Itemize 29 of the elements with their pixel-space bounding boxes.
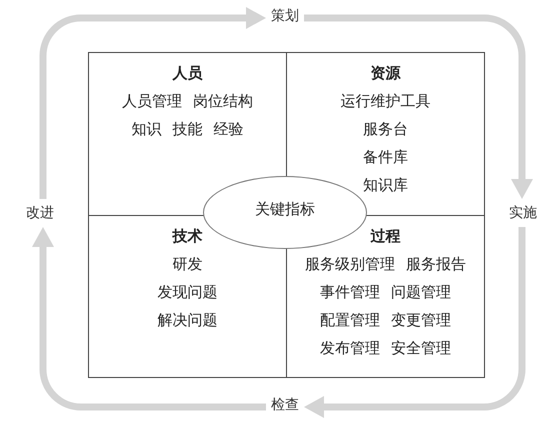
item-text: 事件管理 问题管理 xyxy=(320,282,451,303)
cycle-arrow xyxy=(304,227,526,418)
cycle-label: 检查 xyxy=(271,396,299,414)
item-text: 知识库 xyxy=(363,175,408,196)
item-text: 人员管理 岗位结构 xyxy=(122,91,253,112)
cycle-label: 实施 xyxy=(509,204,537,222)
item-text: 研发 xyxy=(172,254,202,275)
quadrant-panel xyxy=(286,52,485,216)
ellipse-label: 关键指标 xyxy=(255,198,315,220)
item-text: 服务级别管理 服务报告 xyxy=(305,254,466,275)
section-heading: 技术 xyxy=(172,226,202,247)
item-text: 服务台 xyxy=(363,119,408,140)
item-text: 备件库 xyxy=(363,147,408,168)
item-text: 运行维护工具 xyxy=(340,91,430,112)
cycle-arrow xyxy=(304,14,533,199)
item-text: 解决问题 xyxy=(158,310,218,331)
quadrant-panel xyxy=(88,215,287,378)
cycle-label: 改进 xyxy=(26,204,54,222)
cycle-arrow xyxy=(40,7,266,199)
section-heading: 资源 xyxy=(370,63,400,84)
item-text: 发现问题 xyxy=(158,282,218,303)
cycle-arrow xyxy=(32,227,266,410)
quadrant-panel xyxy=(286,215,485,378)
cycle-label: 策划 xyxy=(271,7,299,25)
item-text: 配置管理 变更管理 xyxy=(320,310,451,331)
item-text: 发布管理 安全管理 xyxy=(320,338,451,359)
section-heading: 人员 xyxy=(172,63,202,84)
item-text: 知识 技能 经验 xyxy=(132,119,244,140)
section-heading: 过程 xyxy=(370,226,400,247)
